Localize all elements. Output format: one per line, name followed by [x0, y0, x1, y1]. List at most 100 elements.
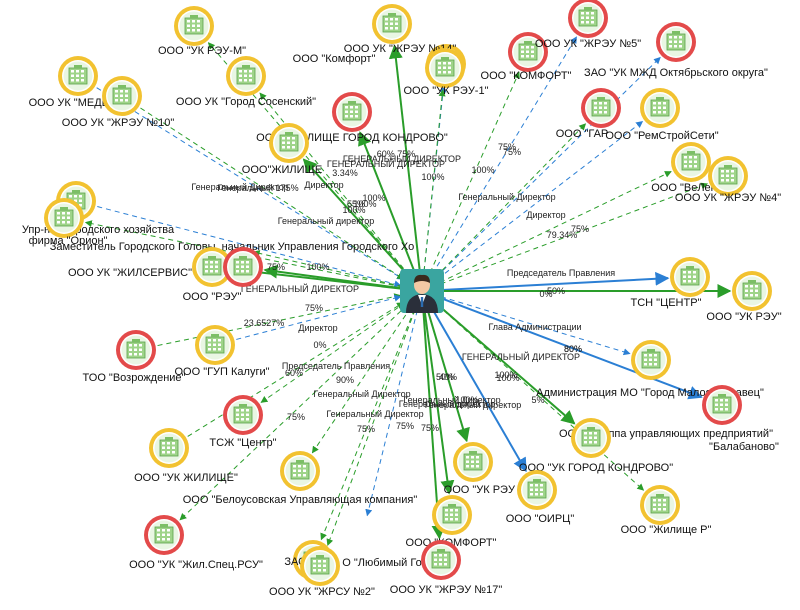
org-node[interactable]: Упр-ние городского хозяйства: [22, 181, 175, 236]
node-label: ООО "Белоусовская Управляющая компания": [183, 494, 418, 506]
edge-n21: [263, 264, 403, 290]
building-icon: [442, 504, 462, 524]
edge-n25: [236, 294, 402, 340]
node-label: ООО "Группа управляющих предприятий": [559, 428, 773, 440]
edge-annotation: 3.34%: [332, 168, 358, 178]
building-icon: [591, 97, 611, 117]
org-node[interactable]: ООО "УК ЖИЛИЩЕ": [134, 428, 238, 484]
building-icon: [233, 256, 253, 276]
node-label: ООО "ВеЛен: [651, 182, 717, 194]
hub-node[interactable]: [400, 269, 444, 313]
org-node[interactable]: ООО "УК РЭУ +": [444, 442, 529, 496]
edge-n17: [97, 206, 402, 288]
org-node[interactable]: ООО "Белоусовская Управляющая компания": [183, 451, 418, 506]
org-node[interactable]: ООО УК "Город Сосенский": [176, 56, 316, 108]
org-node[interactable]: Заместитель Городского Головы, начальник…: [50, 241, 415, 253]
edge-annotation: 100%: [455, 395, 478, 405]
org-node[interactable]: ООО "УК РЭУ-М": [158, 6, 246, 57]
org-node[interactable]: ООО "Группа управляющих предприятий": [559, 385, 773, 440]
edge-annotation: 75%: [396, 421, 414, 431]
edge-annotation: 75%: [305, 303, 323, 313]
building-icon: [712, 394, 732, 414]
org-node[interactable]: ТОО "Возрождение": [83, 330, 186, 384]
org-node[interactable]: "Балабаново": [709, 441, 779, 453]
node-label: ООО УК "ЖРЭУ №14": [344, 43, 457, 55]
org-node[interactable]: ООО "ГУП Калуги": [174, 325, 270, 378]
org-node[interactable]: О "Любимый Го: [342, 557, 421, 569]
org-node[interactable]: фирма "Орион": [29, 198, 108, 247]
org-node[interactable]: ЗАО "УК МЖД Октябрьского округа": [584, 22, 768, 79]
org-node[interactable]: ООО УК "ЖРЭУ №4": [675, 156, 781, 204]
org-node[interactable]: ООО "ОИРЦ": [506, 470, 575, 525]
org-node[interactable]: ТСЖ "Центр": [209, 395, 277, 449]
node-label: ООО "ОИРЦ": [506, 513, 575, 525]
building-icon: [112, 85, 132, 105]
node-label: ООО "КОМФОРТ": [481, 70, 572, 82]
building-icon: [342, 101, 362, 121]
org-node[interactable]: ТСН "ЦЕНТР": [631, 257, 710, 309]
edge-annotation: 55%: [347, 199, 365, 209]
org-node[interactable]: ООО "ВеЛен: [651, 142, 717, 194]
building-icon: [518, 41, 538, 61]
edge-n22: [441, 271, 670, 291]
org-node[interactable]: ООО УК "ЖРЭУ №17": [390, 540, 503, 596]
edge-n13: [437, 120, 644, 280]
edge-label-n11: ГЕНЕРАЛЬНЫЙ ДИРЕКТОР: [327, 158, 445, 169]
node-label: ООО УК "Город Сосенский": [176, 96, 316, 108]
node-label: ООО УК "ЖРСУ №2": [269, 586, 375, 598]
org-node[interactable]: ООО "УК РЭУ": [706, 271, 782, 323]
edge-n16: [440, 182, 709, 285]
edge-label-n19: Генеральный директор: [278, 216, 375, 226]
edge-n19: [252, 249, 403, 287]
node-label: ООО "РЭУ": [183, 291, 242, 303]
node-label: ООО "РемСтройСети": [605, 130, 718, 142]
org-node[interactable]: ООО"ЖИЛИЩЕ: [242, 123, 322, 176]
org-node[interactable]: ООО УК "ЖРЭУ №5": [535, 0, 641, 50]
edge-n39: [423, 310, 455, 495]
edge-label-n40: 75%: [357, 424, 375, 434]
node-label: ООО "УК ГОРОД КОНДРОВО": [519, 462, 673, 474]
building-icon: [68, 65, 88, 85]
org-node[interactable]: ООО УК "ЖРСУ №2": [269, 546, 375, 598]
node-label: ООО УК "ЖРЭУ №4": [675, 192, 781, 204]
edge-label-n30: 60%: [285, 368, 303, 378]
building-icon: [159, 437, 179, 457]
org-node[interactable]: ООО "УК РЭУ-1": [404, 48, 489, 97]
node-label: ООО "Жилище Р": [621, 524, 712, 536]
node-label: О "Любимый Го: [342, 557, 421, 569]
org-node[interactable]: ООО "РемСтройСети": [605, 88, 719, 142]
node-label: "Балабаново": [709, 441, 779, 453]
edge-annotation: 100%: [342, 205, 365, 215]
building-icon: [54, 207, 74, 227]
node-label: ООО "ГУП Калуги": [174, 366, 269, 378]
org-node[interactable]: ООО "Жилище Р": [621, 485, 712, 536]
building-icon: [435, 57, 455, 77]
org-node[interactable]: ООО "ГАР: [556, 88, 621, 140]
org-node[interactable]: ООО "КОМФОРТ": [406, 495, 497, 549]
org-node[interactable]: Администрация МО "Город Малоярославец": [536, 340, 764, 399]
building-icon: [431, 549, 451, 569]
edge-label-n20: 100%: [306, 262, 329, 272]
edge-n34: [431, 307, 527, 473]
org-node[interactable]: ООО УК "ЖИЛСЕРВИС": [68, 247, 232, 287]
org-node[interactable]: ООО "УК ГОРОД КОНДРОВО": [519, 418, 673, 474]
edge-annotation: 75%: [498, 142, 516, 152]
edge-annotation: 100%: [362, 193, 385, 203]
node-label: ООО "УК ЖИЛИЩЕ": [134, 472, 238, 484]
edge-label-n25: Директор: [298, 323, 337, 333]
building-icon: [742, 280, 762, 300]
org-node[interactable]: ООО "РЭУ": [183, 247, 263, 303]
org-node[interactable]: ООО УК "ЖРЭУ №10": [62, 76, 175, 129]
org-node[interactable]: ООО "УК "Жил.Спец.РСУ": [129, 515, 263, 571]
org-node[interactable]: ООО УК "МЕДЫ: [29, 56, 112, 109]
edge-n11: [358, 131, 416, 273]
org-node[interactable]: ООО "Комфорт": [293, 4, 412, 65]
node-label: ООО УК "ЖРЭУ №17": [390, 584, 503, 596]
org-node[interactable]: ООО "КОМФОРТ": [481, 32, 572, 82]
building-icon: [126, 339, 146, 359]
building-icon: [184, 15, 204, 35]
node-label: ТСН "ЦЕНТР": [631, 297, 702, 309]
edge-label-n38: Генеральный Директор: [326, 409, 423, 419]
edge-n10: [259, 92, 410, 276]
edge-annotation: 40%: [439, 372, 457, 382]
